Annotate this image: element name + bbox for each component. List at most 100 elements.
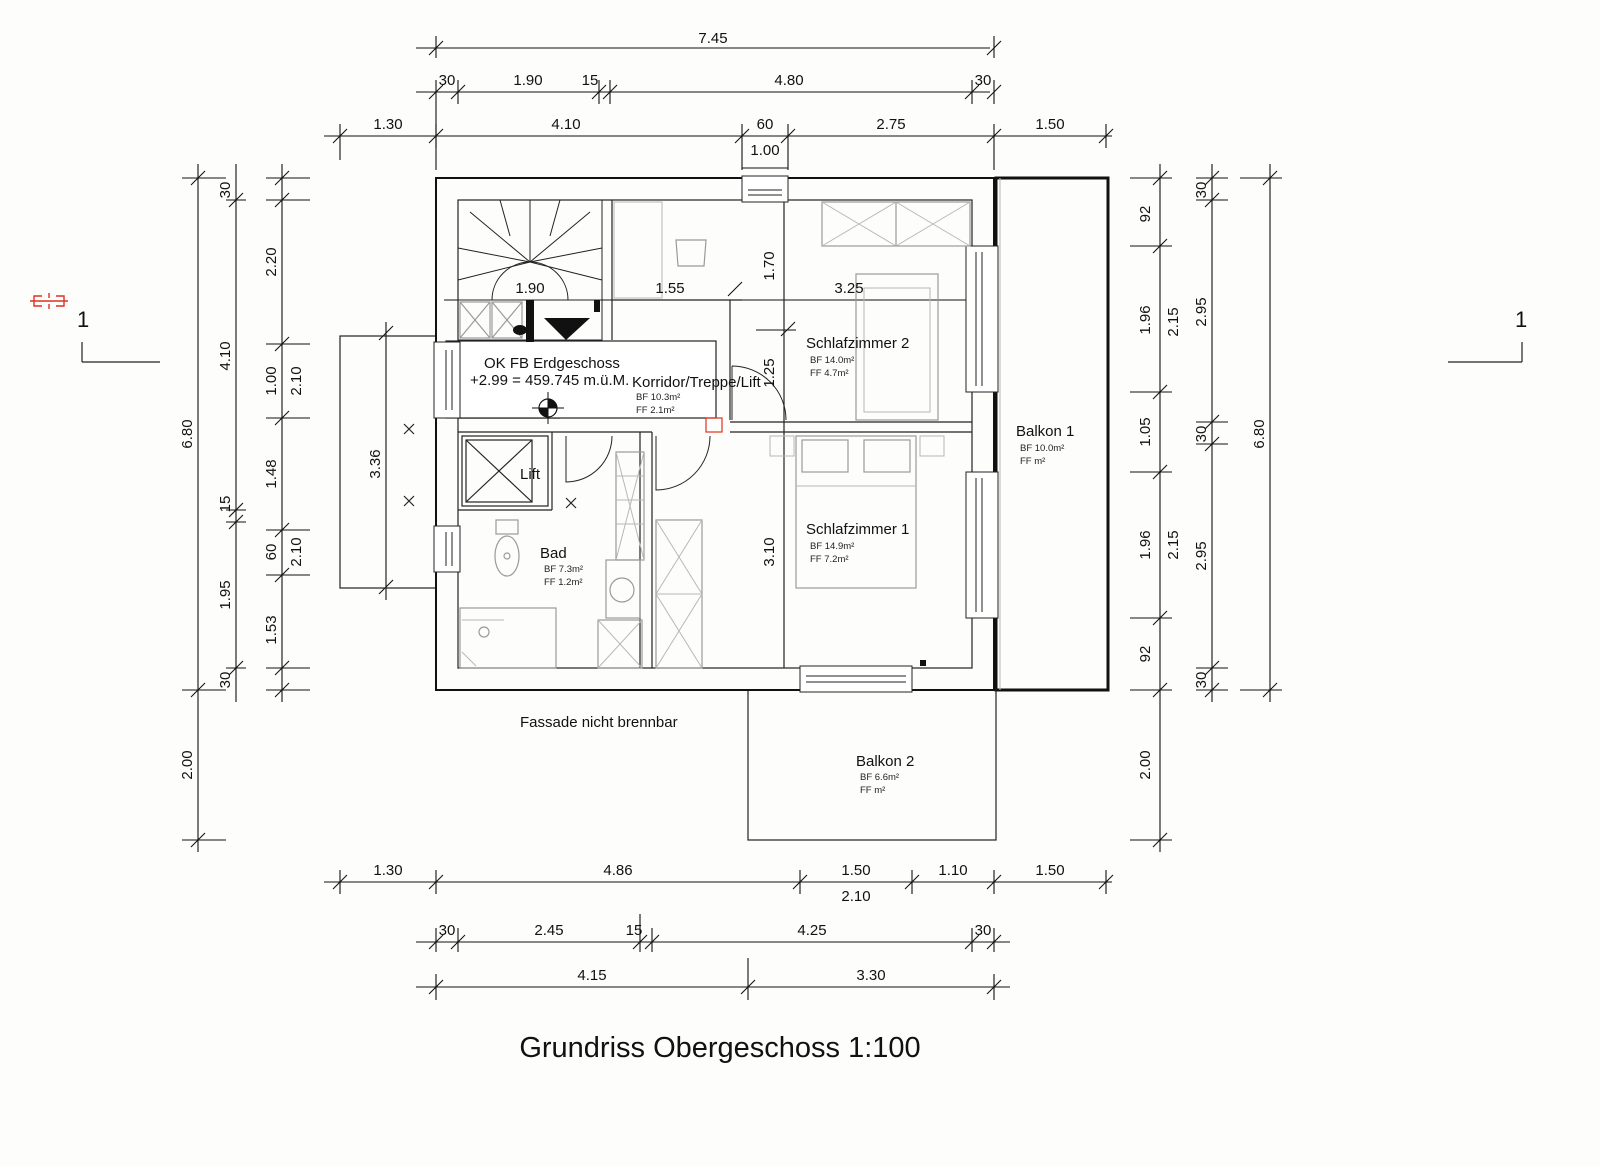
dim-right-3: 2.95 [1193,541,1210,570]
dim-bot-r2: 15 [626,922,643,939]
dim-right-2: 2.15 [1165,530,1182,559]
room-labels: Schlafzimmer 2 BF 14.0m² FF 4.7m² Schlaf… [77,307,1527,796]
lift-shaft [461,435,549,507]
dim-inner: 1.25 [761,358,778,387]
dim-right-3: 30 [1193,672,1210,689]
room-bf-schlafzimmer1: BF 14.9m² [810,541,854,552]
dim-bot-r1: 1.30 [373,862,402,879]
level-note-2: +2.99 = 459.745 m.ü.M. [470,372,629,389]
room-ff-korridor: FF 2.1m² [636,405,675,416]
dim-inner: 1.90 [515,280,544,297]
dim-right-1: 1.96 [1137,530,1154,559]
room-name-lift: Lift [520,466,541,483]
dim-left-2: 15 [217,496,234,513]
dim-left-4: 2.10 [288,537,305,566]
window-handle [920,660,926,666]
room-name-bad: Bad [540,545,567,562]
dim-top-r3: 60 [757,116,774,133]
stair-direction-icon [544,318,590,340]
dim-bot-r1: 1.10 [938,862,967,879]
dim-top-total: 7.45 [698,30,727,47]
dim-top-r2: 1.90 [513,72,542,89]
dim-inner: 1.70 [761,251,778,280]
room-bf-balkon1: BF 10.0m² [1020,443,1064,454]
dim-left-3: 30 [217,182,234,199]
dim-bot-r3: 4.15 [577,967,606,984]
dimension-labels: 7.45 30 1.90 15 4.80 30 1.30 4.10 60 2.7… [179,30,1268,984]
dim-left-2: 1.95 [217,580,234,609]
dim-bot-r1: 1.50 [841,862,870,879]
dim-top-r3: 1.30 [373,116,402,133]
room-bf-korridor: BF 10.3m² [636,392,680,403]
dim-left-3: 60 [263,544,280,561]
dim-right-3: 30 [1193,426,1210,443]
dim-right-bal: 2.00 [1137,750,1154,779]
dim-left-3: 1.53 [263,615,280,644]
dim-left-bal: 2.00 [179,750,196,779]
stair-post [594,300,600,312]
dim-left-2: 4.10 [217,341,234,370]
dim-top-r2: 15 [582,72,599,89]
level-note-1: OK FB Erdgeschoss [484,355,620,372]
dim-left-total: 6.80 [179,419,196,448]
stair-wall-block [526,300,534,342]
dim-bot-r2: 30 [439,922,456,939]
dim-left-3: 1.48 [263,459,280,488]
dim-inner: 3.25 [834,280,863,297]
dim-top-r3: 1.50 [1035,116,1064,133]
dim-top-r2: 30 [975,72,992,89]
fire-alarm-icon [705,417,723,433]
section-label-left: 1 [77,307,89,332]
windows [433,175,999,693]
level-marker-icon [532,392,564,424]
section-markers [30,293,1523,363]
room-ff-schlafzimmer2: FF 4.7m² [810,368,849,379]
stair-newel-icon [513,325,527,335]
room-bf-balkon2: BF 6.6m² [860,772,899,783]
room-name-schlafzimmer2: Schlafzimmer 2 [806,335,909,352]
dim-right-1: 92 [1137,646,1154,663]
room-bf-bad: BF 7.3m² [544,564,583,575]
room-name-balkon2: Balkon 2 [856,753,914,770]
dim-right-1: 1.96 [1137,305,1154,334]
dim-right-2: 2.15 [1165,307,1182,336]
furniture [403,201,971,669]
dim-inner: 3.36 [367,449,384,478]
dim-left-4: 2.10 [288,366,305,395]
dim-bot-r3: 3.30 [856,967,885,984]
dim-top-door: 1.00 [750,142,779,159]
room-ff-bad: FF 1.2m² [544,577,583,588]
dim-right-3: 30 [1193,182,1210,199]
walls [435,177,995,691]
dim-left-3: 1.00 [263,366,280,395]
dim-bot-r2: 2.45 [534,922,563,939]
room-bf-schlafzimmer2: BF 14.0m² [810,355,854,366]
dim-right-total: 6.80 [1251,419,1268,448]
dim-right-1: 1.05 [1137,417,1154,446]
dim-bot-r2: 4.25 [797,922,826,939]
dim-bot-r1b: 2.10 [841,888,870,905]
dim-inner: 1.55 [655,280,684,297]
dim-right-3: 2.95 [1193,297,1210,326]
dim-top-r2: 4.80 [774,72,803,89]
doors [565,365,787,491]
dim-top-r2: 30 [439,72,456,89]
dim-left-3: 2.20 [263,247,280,276]
room-name-korridor: Korridor/Treppe/Lift [632,374,761,391]
facade-note: Fassade nicht brennbar [520,714,678,731]
dim-bot-r1: 4.86 [603,862,632,879]
room-ff-balkon1: FF m² [1020,456,1045,467]
dim-top-r3: 2.75 [876,116,905,133]
drawing-title: Grundriss Obergeschoss 1:100 [519,1032,921,1064]
room-name-balkon1: Balkon 1 [1016,423,1074,440]
dim-left-3: 30 [217,672,234,689]
section-label-right: 1 [1515,307,1527,332]
room-ff-balkon2: FF m² [860,785,885,796]
dim-inner: 3.10 [761,537,778,566]
room-name-schlafzimmer1: Schlafzimmer 1 [806,521,909,538]
dim-right-1: 92 [1137,206,1154,223]
section-symbol-icon [30,293,68,309]
dim-bot-r1: 1.50 [1035,862,1064,879]
room-ff-schlafzimmer1: FF 7.2m² [810,554,849,565]
